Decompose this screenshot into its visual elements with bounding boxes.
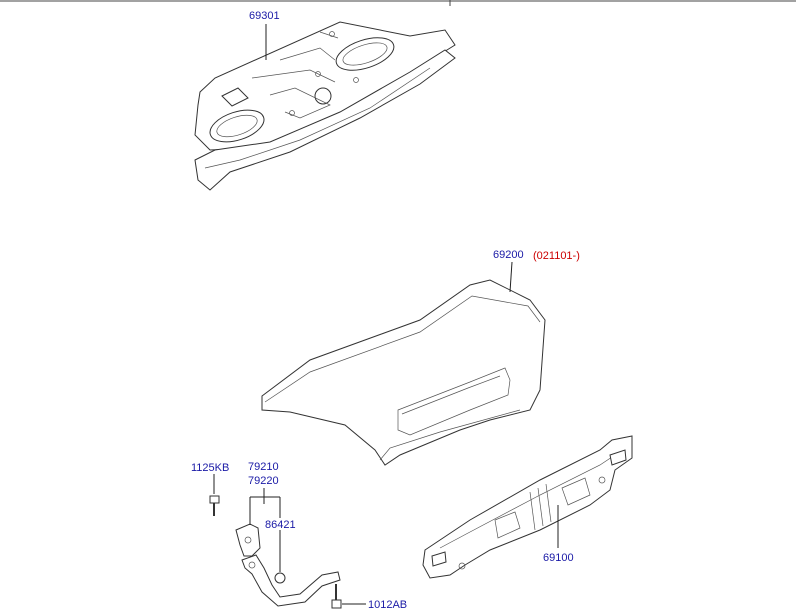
- leader-trunk-lid: [509, 261, 513, 293]
- label-bumper: 86421: [265, 519, 296, 531]
- label-trunk-lid-revision: (021101-): [533, 250, 580, 262]
- trim-panel-part[interactable]: [422, 435, 633, 579]
- rear-shelf-part[interactable]: [194, 21, 456, 191]
- label-bolt-top: 1125KB: [191, 462, 229, 474]
- hinge-part[interactable]: [235, 523, 341, 607]
- bolt-bottom-part[interactable]: [331, 584, 342, 609]
- label-hinge-a: 79210: [248, 461, 279, 473]
- label-trim-panel: 69100: [543, 552, 574, 564]
- label-rear-shelf: 69301: [249, 10, 280, 22]
- trunk-lid-part[interactable]: [261, 279, 546, 466]
- bolt-top-part[interactable]: [209, 495, 220, 516]
- label-bolt-bottom: 1012AB: [368, 599, 407, 611]
- label-trunk-lid: 69200: [493, 249, 524, 261]
- label-hinge-b: 79220: [248, 475, 279, 487]
